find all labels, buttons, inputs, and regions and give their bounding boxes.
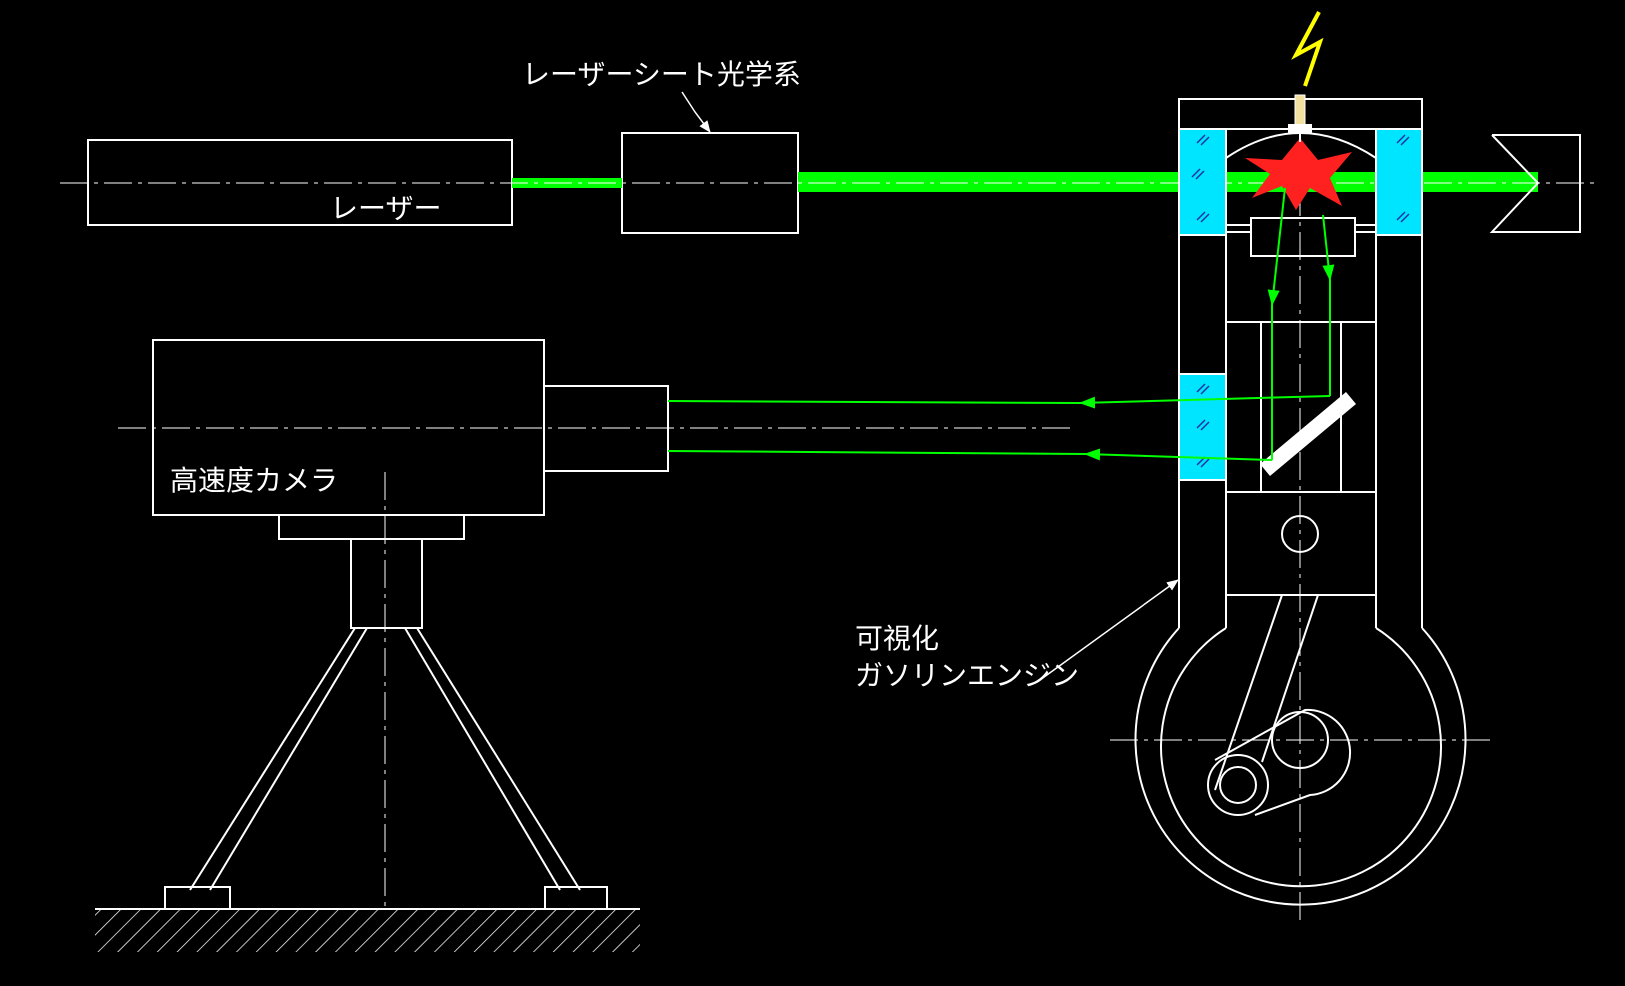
camera-label: 高速度カメラ bbox=[170, 464, 338, 497]
spark-icon bbox=[1291, 11, 1324, 87]
hatch-ground bbox=[95, 908, 640, 952]
laser-beams bbox=[60, 172, 1595, 192]
piston-extension bbox=[1225, 321, 1377, 493]
piston-pin bbox=[1281, 515, 1319, 553]
camera-mount-plate bbox=[278, 514, 465, 540]
crank-web bbox=[1214, 708, 1352, 816]
optics-label: レーザーシート光学系 bbox=[522, 58, 801, 91]
tripod-foot-left bbox=[164, 886, 231, 910]
crank-pin-inner bbox=[1219, 766, 1257, 804]
window-right-upper bbox=[1375, 128, 1423, 236]
crankcase-outer bbox=[1134, 627, 1467, 906]
beam-sheet bbox=[798, 172, 1538, 192]
beam-dump bbox=[1489, 134, 1581, 233]
crankcase-inner bbox=[1160, 627, 1442, 888]
engine-windows bbox=[1178, 128, 1423, 481]
high-speed-camera bbox=[152, 339, 669, 629]
engine-label-line2: ガソリンエンジン bbox=[855, 659, 1079, 692]
laser-label: レーザー bbox=[330, 192, 441, 225]
piston bbox=[1225, 491, 1377, 596]
signal-light bbox=[667, 187, 1335, 461]
engine-label-line1: 可視化 bbox=[855, 622, 939, 655]
crank-main bbox=[1271, 711, 1329, 769]
mirror bbox=[1260, 392, 1356, 476]
tripod-leg-right bbox=[404, 627, 561, 891]
tripod bbox=[164, 627, 608, 910]
optics-leader bbox=[681, 91, 711, 133]
flame-icon bbox=[1245, 138, 1352, 210]
tripod-foot-right bbox=[544, 886, 608, 910]
camera-lens bbox=[543, 385, 669, 472]
spark-plug bbox=[1288, 94, 1312, 142]
laser-sheet-optics: レーザーシート光学系 bbox=[522, 58, 801, 234]
window-left-lower bbox=[1178, 373, 1227, 481]
engine-label: 可視化 ガソリンエンジン bbox=[855, 579, 1179, 692]
crank-pin-outer bbox=[1207, 754, 1269, 816]
engine bbox=[1134, 98, 1467, 906]
window-left-upper bbox=[1178, 128, 1227, 236]
tripod-leg-left bbox=[189, 627, 356, 891]
centerlines bbox=[60, 100, 1595, 920]
tripod-head bbox=[350, 538, 423, 629]
valve-block bbox=[1250, 217, 1356, 257]
